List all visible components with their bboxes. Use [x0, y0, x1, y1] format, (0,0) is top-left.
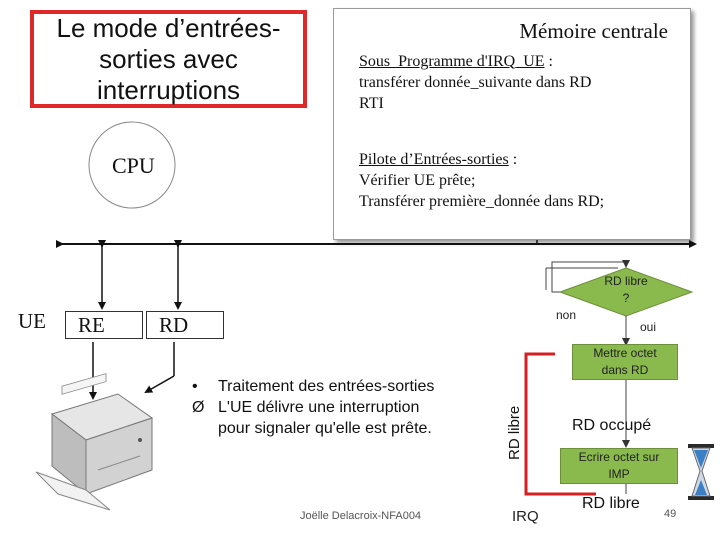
action-put-byte: Mettre octet dans RD — [572, 344, 678, 380]
subroutine-block: Sous_Programme d'IRQ_UE : transférer don… — [359, 51, 591, 114]
yes-label: oui — [640, 320, 657, 334]
page-number: 49 — [664, 508, 677, 520]
memory-box: Mémoire centrale Sous_Programme d'IRQ_UE… — [333, 8, 691, 240]
rd-free-vertical-label: RD libre — [506, 405, 523, 460]
rd-printer-link — [144, 375, 175, 393]
state-rd-busy: RD occupé — [572, 417, 652, 434]
subroutine-colon: : — [544, 53, 553, 70]
bullet-item: • Traitement des entrées-sorties — [192, 376, 434, 397]
cpu-label: CPU — [112, 153, 155, 178]
hourglass-icon — [688, 444, 714, 500]
no-label: non — [556, 308, 577, 322]
irq-line — [524, 352, 596, 496]
irq-label: IRQ — [512, 508, 539, 525]
driver-name: Pilote d’Entrées-sorties — [359, 151, 509, 168]
bullet-item: Ø L'UE délivre une interruption pour sig… — [192, 397, 434, 439]
ue-label: UE — [18, 309, 46, 333]
driver-line2: Vérifier UE prête; — [359, 172, 476, 189]
printer-icon — [35, 373, 154, 511]
register-rd: RD — [146, 311, 224, 339]
bullet-list: • Traitement des entrées-sorties Ø L'UE … — [192, 376, 434, 439]
subroutine-line2: transférer donnée_suivante dans RD — [359, 74, 592, 91]
state-rd-free: RD libre — [582, 495, 640, 512]
register-re: RE — [65, 311, 143, 339]
driver-line3: Transférer première_donnée dans RD; — [359, 193, 605, 210]
action-write-byte: Ecrire octet sur IMP — [560, 448, 678, 484]
subroutine-line3: RTI — [359, 95, 384, 112]
no-loop-arrow — [551, 260, 630, 293]
slide-title: Le mode d’entrées- sorties avec interrup… — [30, 10, 307, 108]
bullet-marker: • — [192, 378, 198, 395]
bullet-text: L'UE délivre une interruption pour signa… — [218, 399, 432, 437]
decision-label: RD libre ? — [604, 274, 648, 305]
subroutine-name: Sous_Programme d'IRQ_UE — [359, 53, 545, 70]
cpu-circle — [88, 121, 176, 209]
footer-author: Joëlle Delacroix-NFA004 — [300, 510, 422, 522]
memory-title: Mémoire centrale — [519, 19, 668, 43]
driver-block: Pilote d’Entrées-sorties : Vérifier UE p… — [359, 149, 604, 212]
bullet-text: Traitement des entrées-sorties — [218, 378, 435, 395]
driver-colon: : — [508, 151, 518, 168]
bullet-marker: Ø — [192, 399, 205, 416]
